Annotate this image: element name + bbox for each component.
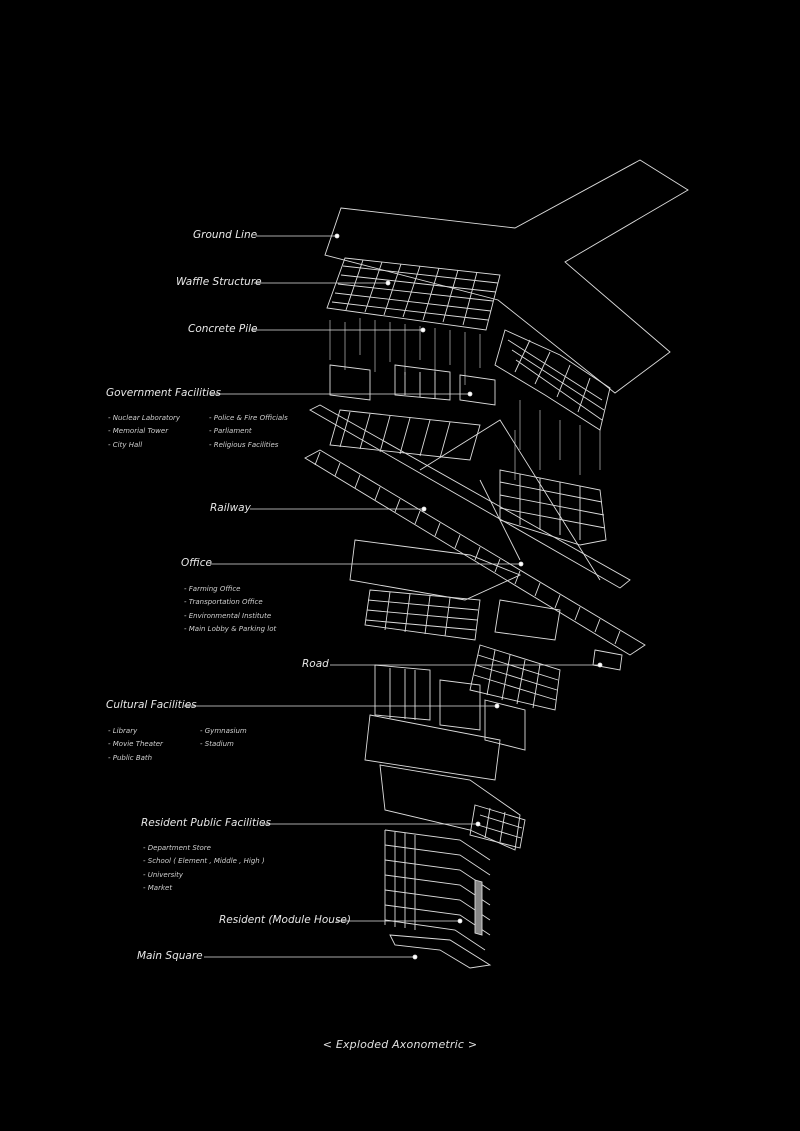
road-label: Road [302,658,329,670]
list-item: - Public Bath [108,753,153,762]
resident-public-facilities-label: Resident Public Facilities [141,817,271,829]
government-facilities-list-right: - Police & Fire Officials - Parliament -… [209,412,288,452]
list-item: - School ( Element , Middle , High ) [143,857,265,866]
railway-bands [304,404,646,656]
cultural-facilities-label: Cultural Facilities [106,699,197,711]
list-item: - Department Store [143,844,211,852]
list-item: - City Hall [108,440,143,449]
list-item: - Library [108,727,138,735]
road-grid [469,644,623,711]
list-item: - Main Lobby & Parking lot [184,625,277,634]
government-boxes [329,364,496,461]
office-label: Office [181,557,212,569]
waffle-structure-label: Waffle Structure [176,276,262,288]
railway-label: Railway [210,502,251,514]
ground-line-slab [324,159,689,394]
list-item: - Movie Theater [108,740,163,749]
concrete-piles [329,318,601,480]
list-item: - Environmental Institute [184,611,272,620]
main-square-label: Main Square [137,950,203,962]
waffle-grid-wing [494,329,611,546]
list-item: - Stadium [200,740,234,749]
office-slabs [349,539,561,641]
list-item: - Police & Fire Officials [209,414,288,422]
list-item: - Parliament [209,427,252,436]
list-item: - Transportation Office [184,598,263,607]
list-item: - Nuclear Laboratory [108,414,181,422]
cultural-facilities-list-left: - Library - Movie Theater - Public Bath [108,725,163,765]
list-item: - Gymnasium [200,727,247,735]
waffle-grid-top [326,257,501,331]
government-facilities-label: Government Facilities [106,387,221,399]
resident-public-facilities-list: - Department Store - School ( Element , … [143,842,265,896]
resident-label: Resident (Module House) [219,914,351,926]
diagram-caption: < Exploded Axonometric > [322,1038,478,1051]
list-item: - Memorial Tower [108,427,169,436]
list-item: - Religious Facilities [209,440,279,449]
office-list: - Farming Office - Transportation Office… [184,583,276,637]
concrete-pile-label: Concrete Pile [188,323,258,335]
government-facilities-list-left: - Nuclear Laboratory - Memorial Tower - … [108,412,180,452]
list-item: - University [143,870,184,879]
cultural-facilities-list-right: - Gymnasium - Stadium [200,725,247,752]
cultural-blocks [364,664,526,781]
resident-stack [379,764,526,969]
list-item: - Farming Office [184,585,241,593]
ground-line-label: Ground Line [193,229,258,241]
list-item: - Market [143,884,173,893]
